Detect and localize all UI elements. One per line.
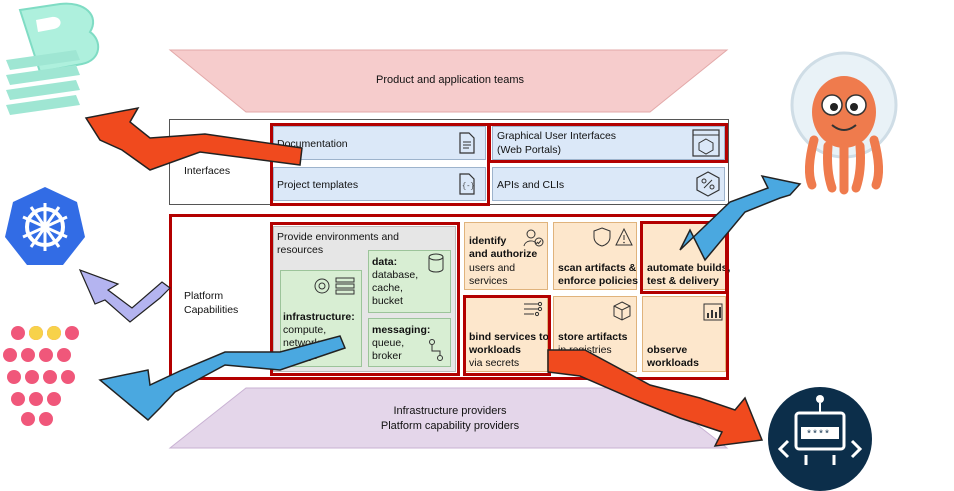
platform-label-line1: Platform bbox=[184, 290, 224, 302]
red-arrow-backstage bbox=[84, 106, 303, 171]
identify-line4: services bbox=[469, 275, 508, 287]
red-arrow-external-secrets bbox=[547, 349, 764, 447]
platform-label-line2: Capabilities bbox=[184, 304, 239, 316]
infrastructure-icon bbox=[314, 277, 355, 295]
bind-line2: workloads bbox=[469, 344, 521, 356]
gui-label-line1: Graphical User Interfaces bbox=[497, 130, 617, 142]
web-portal-icon bbox=[692, 129, 720, 157]
data-box bbox=[368, 250, 451, 313]
project-templates-label: Project templates bbox=[277, 179, 359, 191]
argo-logo bbox=[790, 51, 898, 195]
highlight-environments bbox=[270, 222, 460, 376]
gui-label-line2: (Web Portals) bbox=[497, 144, 561, 156]
package-icon bbox=[613, 301, 631, 321]
identify-line1: identify bbox=[469, 235, 507, 247]
purple-arrow-kubernetes bbox=[78, 268, 171, 323]
apis-box bbox=[492, 167, 725, 201]
user-check-icon bbox=[523, 229, 544, 247]
provide-env-line1: Provide environments and bbox=[277, 231, 399, 243]
external-secrets-logo: **** bbox=[768, 387, 872, 491]
data-item: bucket bbox=[372, 295, 403, 307]
blue-arrow-crossplane bbox=[98, 335, 347, 422]
infrastructure-title: infrastructure: bbox=[283, 311, 355, 323]
automate-line1: automate builds, bbox=[647, 262, 731, 274]
interfaces-label: Interfaces bbox=[184, 165, 231, 177]
queue-icon bbox=[429, 339, 443, 361]
chart-icon bbox=[703, 303, 723, 321]
observe-line2: workloads bbox=[647, 357, 699, 369]
automate-box bbox=[642, 222, 726, 290]
backstage-logo bbox=[6, 2, 100, 115]
provide-env-line2: resources bbox=[277, 244, 324, 256]
kubernetes-logo bbox=[5, 187, 85, 265]
automate-line2: test & delivery bbox=[647, 275, 719, 287]
apis-label: APIs and CLIs bbox=[497, 179, 565, 191]
data-title: data: bbox=[372, 256, 398, 268]
messaging-title: messaging: bbox=[372, 324, 431, 336]
observe-box bbox=[642, 296, 726, 372]
template-file-icon: {-} bbox=[459, 173, 475, 195]
svg-text:{-}: {-} bbox=[462, 183, 475, 191]
document-icon bbox=[459, 132, 475, 154]
highlight-automate bbox=[640, 221, 728, 294]
blue-arrow-argo bbox=[679, 174, 802, 262]
bind-line3: via secrets bbox=[469, 357, 520, 369]
bottom-band-line1: Infrastructure providers bbox=[393, 405, 507, 417]
infra-item: compute, bbox=[283, 324, 327, 336]
project-templates-box bbox=[273, 167, 486, 201]
identify-line3: users and bbox=[469, 262, 516, 274]
top-band-trapezoid bbox=[168, 49, 729, 113]
data-item: cache, bbox=[372, 282, 403, 294]
scan-box bbox=[553, 222, 637, 290]
identify-box bbox=[464, 222, 548, 290]
bind-line1: bind services to bbox=[469, 331, 549, 343]
key-list-icon bbox=[524, 301, 543, 317]
observe-line1: observe bbox=[647, 344, 688, 356]
highlight-gui bbox=[488, 123, 728, 163]
documentation-box bbox=[273, 126, 486, 160]
store-line1: store artifacts bbox=[558, 331, 628, 343]
shield-warning-icon bbox=[593, 227, 633, 247]
scan-line2: enforce policies bbox=[558, 275, 638, 287]
highlight-docs-templates bbox=[270, 123, 490, 206]
messaging-item: queue, bbox=[372, 337, 405, 349]
bottom-band-trapezoid bbox=[168, 387, 729, 449]
data-item: database, bbox=[372, 269, 419, 281]
identify-line2: and authorize bbox=[469, 248, 538, 260]
api-cli-icon bbox=[696, 171, 720, 197]
database-icon bbox=[428, 253, 444, 273]
messaging-item: broker bbox=[372, 350, 402, 362]
bottom-band-line2: Platform capability providers bbox=[380, 420, 520, 432]
secret-stars: **** bbox=[806, 429, 830, 441]
gui-box bbox=[492, 126, 725, 160]
crossplane-logo bbox=[3, 326, 79, 426]
scan-line1: scan artifacts & bbox=[558, 262, 637, 274]
highlight-bind bbox=[463, 295, 551, 376]
top-band-label: Product and application teams bbox=[376, 74, 524, 86]
